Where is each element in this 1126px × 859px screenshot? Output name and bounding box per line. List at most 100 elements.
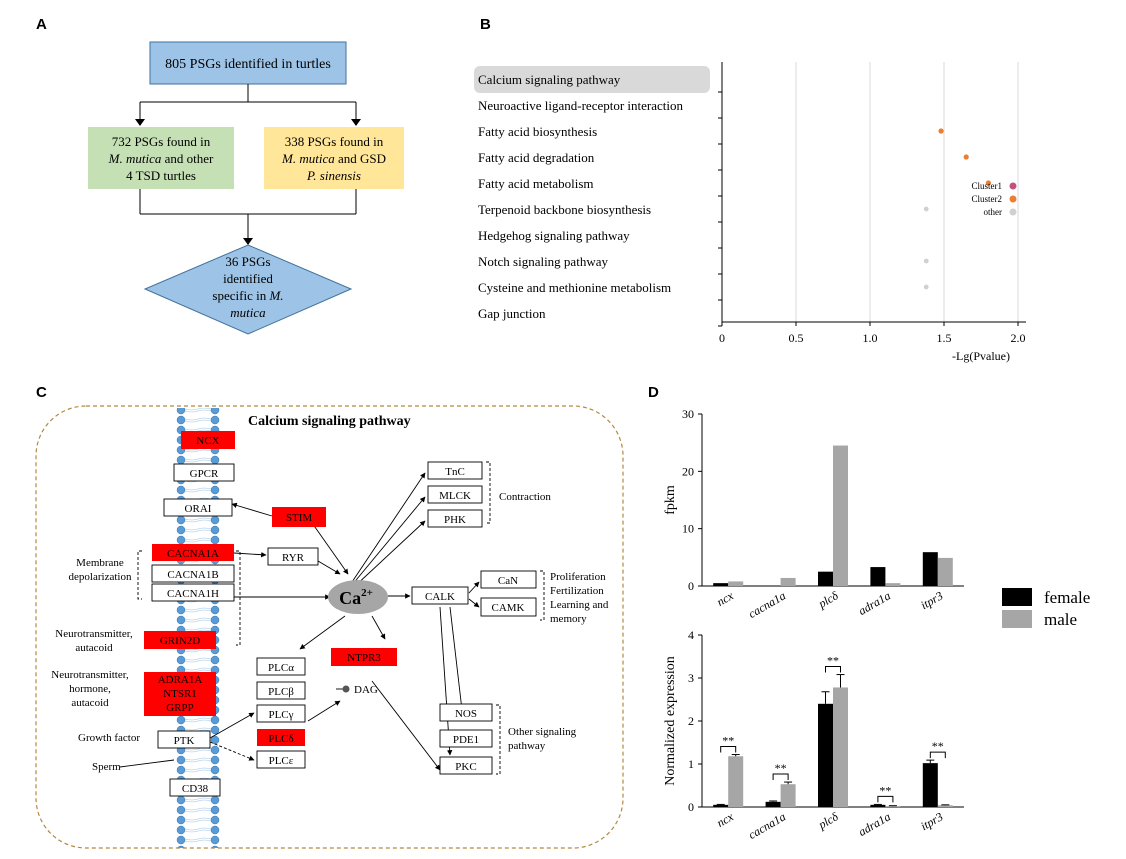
data-point [963,154,969,160]
node-nos [439,703,493,722]
category-label: Fatty acid degradation [478,150,595,165]
panel-c-pathway-diagram: Calcium signaling pathway DAG Ca2+ [35,405,624,849]
bar-female [870,567,886,586]
node-can [480,570,537,589]
legend-label-female: female [1044,588,1090,607]
legend-marker [1009,182,1017,190]
legend-label: other [984,207,1003,217]
contraction-label: Contraction [499,491,551,503]
x-category-label: cacna1a [746,588,788,620]
bar-male [833,687,848,807]
x-tick-label: 0 [719,331,725,345]
y-tick-label: 3 [688,671,694,685]
panel-a-flowchart: 805 PSGs identified in turtles 732 PSGs … [88,41,404,335]
diamond-line3: specific in M. [212,288,283,303]
node-orai-label: ORAI [185,503,212,515]
y-tick-label: 0 [688,800,694,814]
panel-letter-d: D [648,384,659,401]
merge-connector [139,189,357,240]
x-tick-label: 1.0 [863,331,878,345]
category-label: Fatty acid metabolism [478,176,594,191]
node-gpcr-label: GPCR [190,468,219,480]
significance-bracket [772,773,789,781]
node-ncx [181,431,235,449]
node-grin2d [144,631,216,649]
x-category-label: plcδ [815,588,841,611]
y-axis-label: fpkm [663,485,678,515]
diamond-line1: 36 PSGs [225,254,270,269]
node-camk [480,597,537,617]
calcium-ion [328,580,388,614]
arrowhead-down [243,238,253,245]
membrane-label-1: Membrane [76,557,124,569]
y-tick-label: 20 [682,464,694,478]
right-box-line2: M. mutica and GSD [281,151,386,166]
node-adra1a-label: ADRA1A [158,674,203,686]
legend-marker [1009,208,1017,216]
y-tick-label: 2 [688,714,694,728]
node-calk-label: CALK [425,591,455,603]
node-gpcr [173,463,235,482]
neuro1-label-1: Neurotransmitter, [55,628,133,640]
membrane-label-2: depolarization [69,571,132,583]
neuro2-label-1: Neurotransmitter, [51,669,129,681]
node-orai [163,498,233,517]
bar-male [885,806,901,807]
node-pde1 [439,729,493,748]
bar-male [937,557,953,586]
node-plca-label: PLCα [268,662,294,674]
node-phk-label: PHK [444,514,466,526]
x-category-label: adra1a [856,588,893,617]
category-label: Cysteine and methionine metabolism [478,280,671,295]
left-box-line1: 732 PSGs found in [112,134,211,149]
data-point [923,206,929,212]
node-grin2d-label: GRIN2D [160,635,200,647]
prolif-label-4: memory [550,613,587,625]
node-stim-label: STIM [286,512,313,524]
side-labels: Membrane depolarization Neurotransmitter… [51,491,609,773]
node-plcg [256,704,306,723]
node-stim [272,507,326,527]
bar-male [833,445,848,586]
node-cacna1h [151,583,235,602]
node-cd38 [169,778,221,797]
white-node-labels: GPCR ORAI RYR CACNA1B CACNA1H PTK CD38 P… [167,466,525,795]
x-category-label: itpr3 [918,809,945,833]
bar-female [765,801,781,807]
legend-label: Cluster2 [972,194,1003,204]
brackets [137,461,545,775]
bar-male [780,577,796,586]
node-cacna1h-label: CACNA1H [167,588,219,600]
pathway-arrows [119,472,480,771]
bar-male [937,805,953,807]
x-category-label: ncx [714,809,736,830]
arrowhead-left [135,119,145,126]
top-box-text: 805 PSGs identified in turtles [165,57,331,72]
significance-marker: ** [775,761,787,775]
y-axis-label: Normalized expression [663,656,678,785]
neuro2-label-3: autacoid [71,697,109,709]
significance-marker: ** [722,734,734,748]
node-pde1-label: PDE1 [453,734,479,746]
dag-dot [342,685,350,693]
white-nodes [151,461,537,797]
category-label: Gap junction [478,306,546,321]
node-mlck [427,485,483,504]
node-camk-label: CAMK [491,602,524,614]
node-phk [427,509,483,528]
other-label-1: Other signaling [508,726,577,738]
split-connector [139,84,357,120]
bar-female [713,804,729,807]
x-category-label: itpr3 [918,588,945,612]
category-highlight [474,66,710,93]
x-category-label: cacna1a [746,809,788,841]
node-cacna1a [152,544,234,561]
bar-female [870,804,886,807]
node-plce-label: PLCε [269,755,294,767]
node-grpp-label: GRPP [166,702,194,714]
panel-letter-c: C [36,384,47,401]
category-label: Neuroactive ligand-receptor interaction [478,98,684,113]
bar-male [728,581,744,586]
other-label-2: pathway [508,740,546,752]
left-box-line2: M. mutica and other [108,151,214,166]
